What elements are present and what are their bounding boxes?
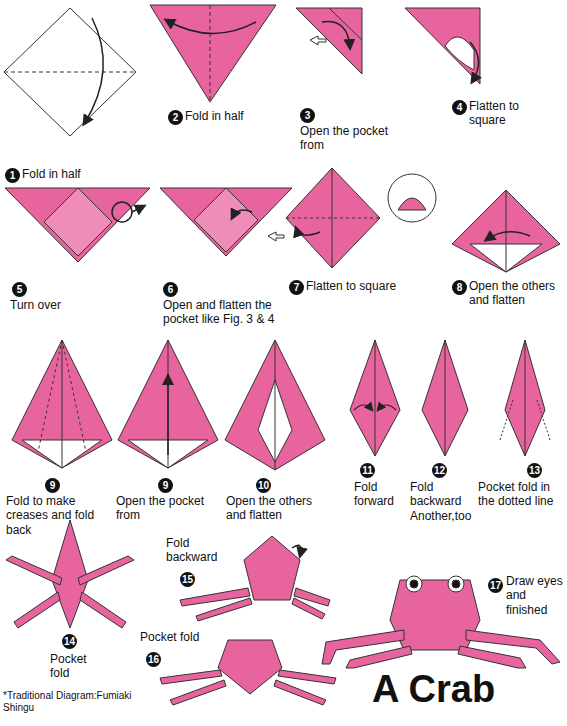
step-instruction: Fold in half xyxy=(185,109,285,123)
step-number: 10 xyxy=(256,478,271,493)
step-instruction: Flatten to square xyxy=(306,279,426,293)
step-instruction: Open and flatten the pocket like Fig. 3 … xyxy=(163,298,281,327)
step-instruction: Open the others and flatten xyxy=(226,494,330,523)
step-instruction: Pocket fold in the dotted line xyxy=(478,480,564,509)
step-number: 15 xyxy=(180,572,195,587)
step-instruction: Turn over xyxy=(10,298,110,312)
step-instruction: Fold forward xyxy=(354,480,406,509)
step-instruction: Fold backward xyxy=(166,536,228,565)
step-number: 5 xyxy=(12,282,27,297)
step-number: 11 xyxy=(360,463,375,478)
credit-note: *Traditional Diagram:Fumiaki Shingu xyxy=(3,690,143,714)
step-number: 3 xyxy=(300,108,315,123)
step-number: 17 xyxy=(488,578,503,593)
step-number: 13 xyxy=(527,463,542,478)
diagram-title: A Crab xyxy=(372,668,495,711)
step-instruction: Open the pocket from xyxy=(116,494,216,523)
step-number: 16 xyxy=(146,652,161,667)
step-number: 9 xyxy=(158,478,173,493)
step-number: 7 xyxy=(289,280,304,295)
step-number: 4 xyxy=(452,100,467,115)
step-number: 8 xyxy=(452,280,467,295)
step-number: 2 xyxy=(168,110,183,125)
step-number: 14 xyxy=(62,634,77,649)
step-number: 1 xyxy=(5,168,20,183)
step-instruction: Open the others and flatten xyxy=(469,279,561,308)
step-instruction: Pocket fold xyxy=(140,630,214,644)
step-number: 9 xyxy=(45,478,60,493)
step-instruction: Fold to make creases and fold back xyxy=(6,494,96,537)
step-instruction: Fold backward Another,too xyxy=(410,480,474,523)
step-instruction: Open the pocket from xyxy=(300,124,395,153)
step-instruction: Draw eyes and finished xyxy=(506,574,566,617)
step-instruction: Pocket fold xyxy=(50,652,100,681)
step-number: 6 xyxy=(163,282,178,297)
step-instruction: Fold in half xyxy=(22,167,142,181)
step-number: 12 xyxy=(432,463,447,478)
step-instruction: Flatten to square xyxy=(469,99,535,128)
